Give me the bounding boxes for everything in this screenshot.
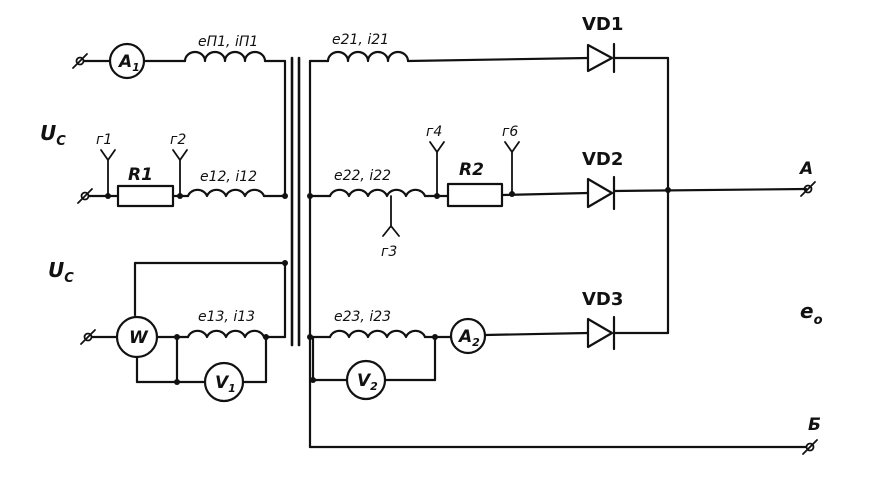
e0-label: eo [800, 299, 823, 328]
coil-p3-label: e13, i13 [198, 309, 255, 325]
coil-s1-label: e21, i21 [332, 32, 389, 48]
resistor-r1 [116, 184, 175, 208]
diode-vd3 [586, 315, 616, 351]
coil-s2-label: e22, i22 [334, 168, 391, 184]
diode-vd1 [586, 42, 616, 74]
tap-g1-label: г1 [96, 132, 112, 148]
tap-g3-label: г3 [381, 244, 397, 260]
terminal-a-label: A [798, 159, 813, 179]
w-label: W [129, 328, 149, 348]
primary-row-2 [77, 149, 288, 208]
coil-s2 [328, 188, 427, 198]
terminal-b-label: Б [808, 415, 821, 435]
coil-p1-label: eП1, iП1 [198, 34, 258, 50]
v2-label: V2 [357, 371, 378, 393]
return-line [308, 439, 818, 455]
r2-label: R2 [459, 160, 484, 180]
coil-s3 [328, 329, 427, 339]
tap-g2-label: г2 [170, 132, 186, 148]
secondary-row-1 [308, 42, 670, 449]
r1-label: R1 [128, 165, 153, 185]
coil-p2-label: e12, i12 [200, 169, 257, 185]
a2-label: A2 [457, 327, 480, 349]
tap-g5-label: г6 [502, 124, 518, 140]
vd1-label: VD1 [582, 14, 623, 35]
terminal-a[interactable] [803, 184, 813, 194]
diode-vd2 [586, 175, 616, 211]
a1-label: A1 [117, 52, 140, 74]
secondary-row-2 [307, 141, 816, 237]
tap-g4-label: г4 [426, 124, 442, 140]
primary-row-3 [80, 260, 288, 403]
vd3-label: VD3 [582, 289, 623, 310]
terminal-b[interactable] [805, 442, 815, 452]
uc-top-label: UC [40, 121, 66, 149]
coil-s1 [326, 50, 410, 63]
coil-p1 [183, 50, 267, 63]
secondary-row-3 [307, 315, 670, 401]
uc-bottom-label: UC [48, 258, 74, 286]
primary-row-1 [72, 42, 287, 198]
coil-p3 [186, 329, 266, 339]
resistor-r2 [446, 182, 504, 208]
coil-s3-label: e23, i23 [334, 309, 391, 325]
coil-p2 [186, 188, 266, 198]
vd2-label: VD2 [582, 149, 623, 170]
transformer-core [290, 56, 301, 347]
v1-label: V1 [215, 373, 236, 395]
